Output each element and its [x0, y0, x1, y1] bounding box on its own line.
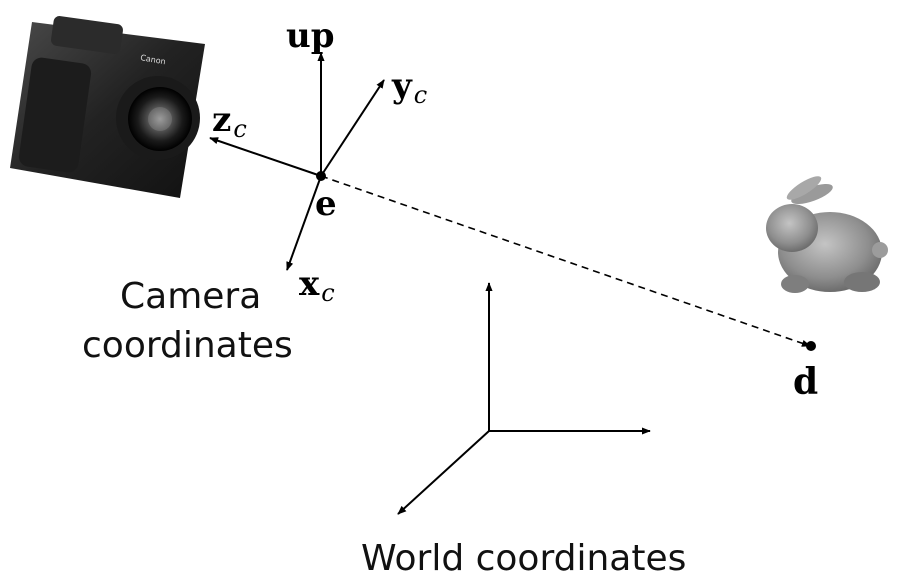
world-coordinates-caption: World coordinates — [361, 538, 686, 579]
camera-coordinates-caption-line1: Camera — [120, 276, 261, 317]
view-direction-dashed-line — [320, 175, 811, 347]
zc-axis-arrow — [209, 137, 322, 177]
yc-axis-arrow — [320, 79, 385, 177]
eye-point — [316, 171, 326, 181]
xc-axis-arrow — [286, 175, 322, 271]
target-label: d — [793, 361, 818, 403]
eye-label: e — [315, 184, 337, 224]
camera-coordinates-caption-line2: coordinates — [82, 325, 293, 366]
up-label: up — [286, 16, 335, 56]
xc-label: xc — [299, 264, 335, 307]
zc-label: zc — [212, 100, 247, 143]
svg-text:Canon: Canon — [140, 53, 167, 66]
camera-photo-icon: Canon — [10, 16, 205, 198]
yc-label: yc — [391, 66, 427, 109]
stanford-bunny-icon — [766, 176, 888, 293]
world-depth-axis-arrow — [397, 430, 490, 515]
target-point — [806, 341, 816, 351]
